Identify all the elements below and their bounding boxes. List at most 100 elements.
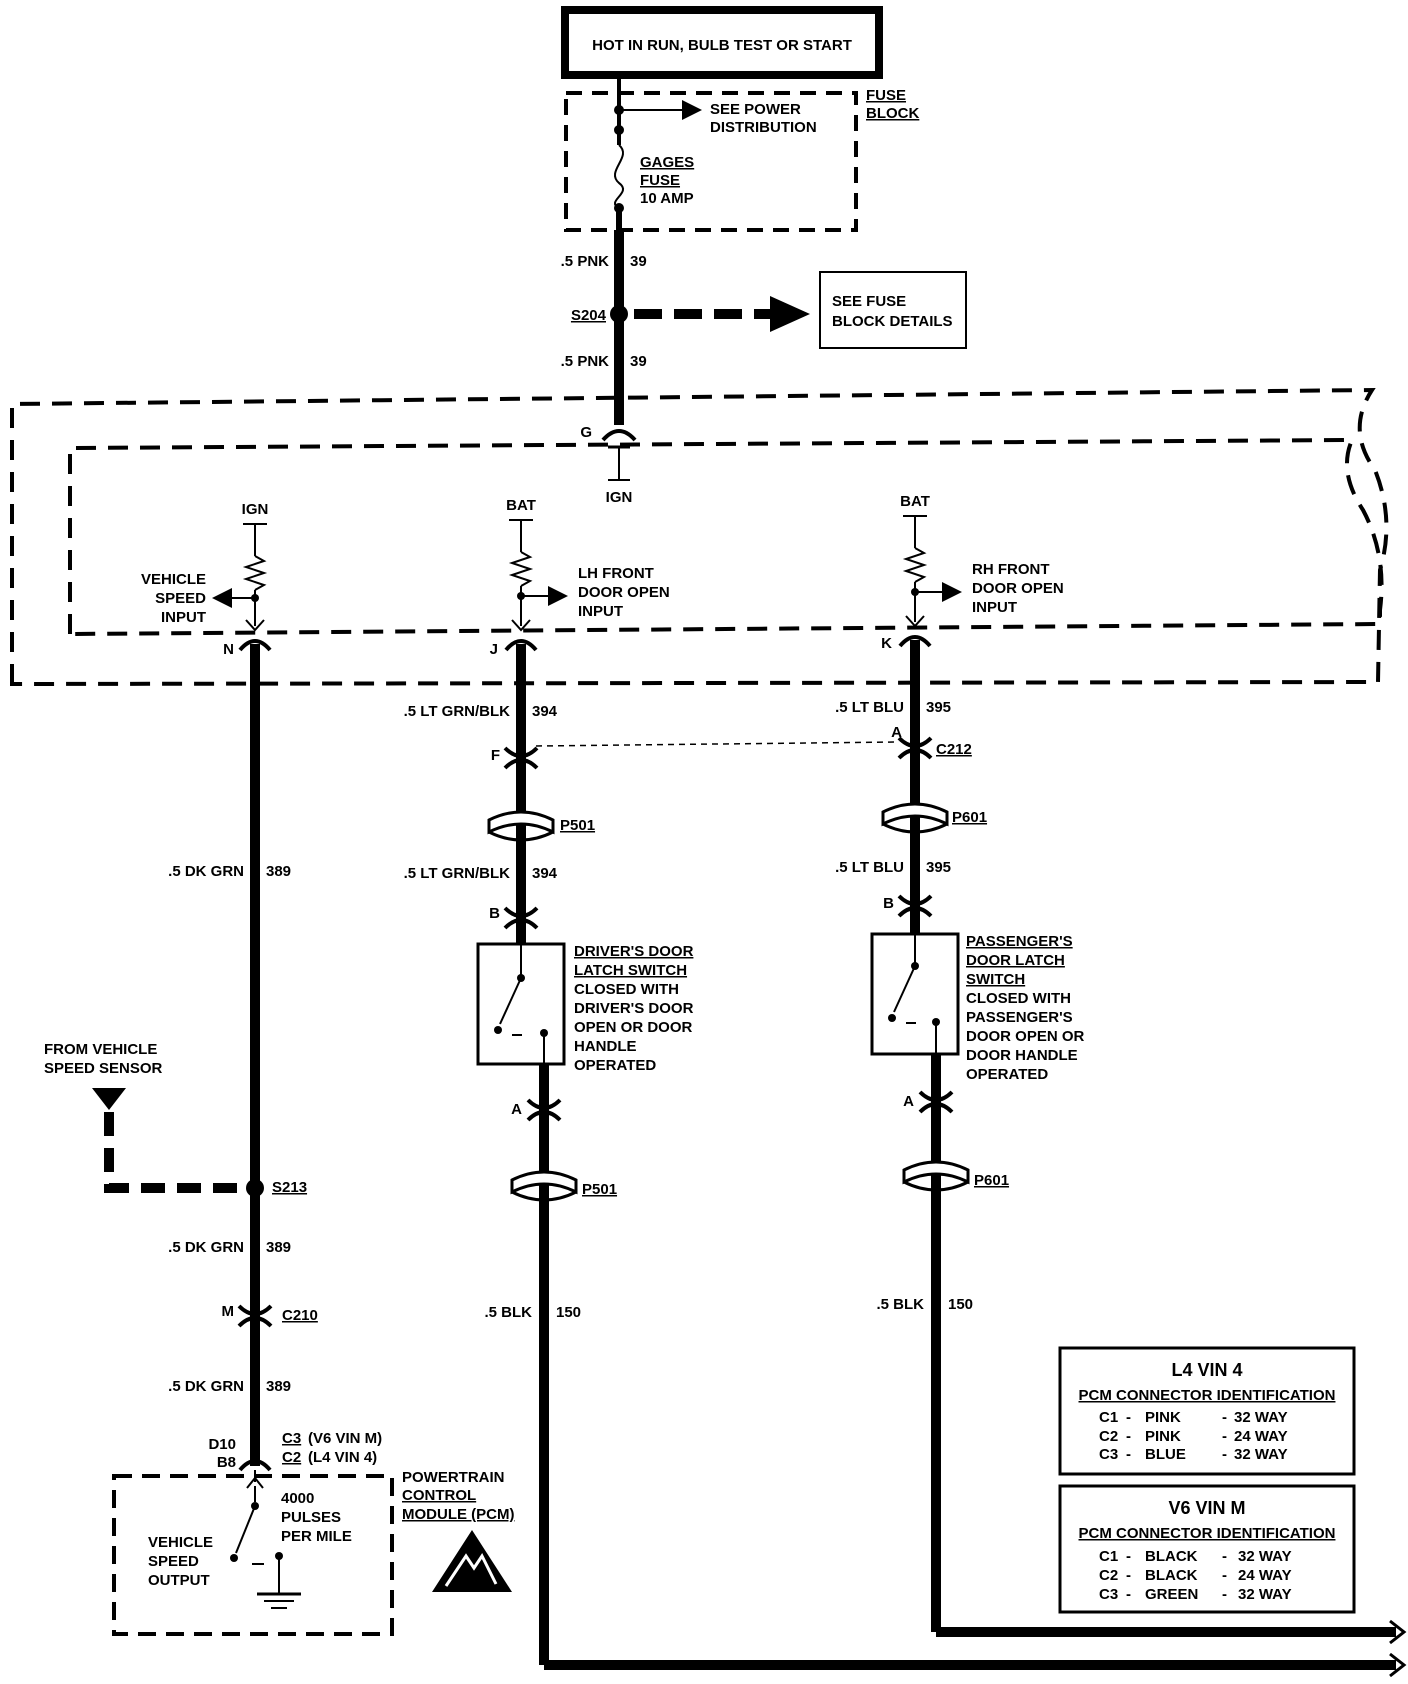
svg-text:-: - (1126, 1548, 1131, 1565)
resistor-icon (242, 555, 268, 591)
svg-text:CLOSED WITH: CLOSED WITH (574, 981, 679, 998)
svg-text:C210: C210 (282, 1307, 318, 1324)
svg-text:32 WAY: 32 WAY (1238, 1586, 1292, 1603)
svg-text:PCM CONNECTOR IDENTIFICATION: PCM CONNECTOR IDENTIFICATION (1079, 1387, 1336, 1404)
splice-dot (614, 125, 624, 135)
table-row: C1 - BLACK - 32 WAY (1099, 1548, 1292, 1565)
svg-text:J: J (490, 641, 498, 658)
svg-text:BLOCK DETAILS: BLOCK DETAILS (832, 313, 953, 330)
svg-text:FUSE: FUSE (640, 172, 680, 189)
svg-text:DRIVER'S DOOR: DRIVER'S DOOR (574, 1000, 694, 1017)
esd-warning-icon (432, 1530, 512, 1592)
svg-text:389: 389 (266, 863, 291, 880)
svg-text:SPEED: SPEED (155, 590, 206, 607)
feed-wire: .5 PNK 39 S204 SEE FUSE BLOCK DETAILS .5… (561, 230, 967, 506)
svg-text:39: 39 (630, 353, 647, 370)
svg-text:C3: C3 (1099, 1446, 1118, 1463)
svg-text:-: - (1222, 1548, 1227, 1565)
svg-text:PINK: PINK (1145, 1428, 1181, 1445)
vss-column: IGN VEHICLE SPEED INPUT N .5 DK GRN 389 … (44, 501, 515, 1636)
svg-text:HOT IN RUN, BULB TEST OR START: HOT IN RUN, BULB TEST OR START (592, 37, 852, 54)
svg-text:OUTPUT: OUTPUT (148, 1572, 210, 1589)
arrow-right-icon (770, 296, 810, 332)
splice-s204 (610, 305, 628, 323)
svg-text:SPEED SENSOR: SPEED SENSOR (44, 1060, 163, 1077)
svg-text:PER MILE: PER MILE (281, 1528, 352, 1545)
svg-text:-: - (1222, 1446, 1227, 1463)
table-row: C2 - PINK - 24 WAY (1099, 1428, 1288, 1445)
svg-text:LATCH SWITCH: LATCH SWITCH (574, 962, 687, 979)
svg-text:-: - (1126, 1446, 1131, 1463)
see-fuse-block-details-box (819, 271, 967, 349)
svg-text:PASSENGER'S: PASSENGER'S (966, 933, 1073, 950)
svg-text:BLUE: BLUE (1145, 1446, 1186, 1463)
svg-text:M: M (222, 1303, 235, 1320)
svg-text:IGN: IGN (606, 489, 633, 506)
svg-text:DOOR HANDLE: DOOR HANDLE (966, 1047, 1078, 1064)
switch-icon (235, 1505, 256, 1554)
svg-text:395: 395 (926, 699, 951, 716)
svg-text:SEE POWER: SEE POWER (710, 101, 801, 118)
svg-text:P501: P501 (582, 1181, 617, 1198)
pin-arrow-icon (245, 619, 265, 632)
connector-b (503, 918, 539, 930)
svg-text:BLACK: BLACK (1145, 1548, 1198, 1565)
svg-text:-: - (1222, 1428, 1227, 1445)
svg-text:BAT: BAT (506, 497, 536, 514)
svg-text:INPUT: INPUT (161, 609, 206, 626)
svg-text:394: 394 (532, 703, 558, 720)
svg-text:DISTRIBUTION: DISTRIBUTION (710, 119, 817, 136)
svg-text:B8: B8 (217, 1454, 236, 1471)
svg-text:GAGES: GAGES (640, 154, 694, 171)
svg-text:B: B (489, 905, 500, 922)
svg-text:SPEED: SPEED (148, 1553, 199, 1570)
svg-text:150: 150 (948, 1296, 973, 1313)
connector-f (503, 758, 539, 770)
power-header: HOT IN RUN, BULB TEST OR START (561, 6, 883, 79)
svg-text:A: A (511, 1101, 522, 1118)
svg-text:C2: C2 (1099, 1428, 1118, 1445)
triangle-down-icon (92, 1088, 126, 1110)
table-row: C1 - PINK - 32 WAY (1099, 1409, 1288, 1426)
svg-text:395: 395 (926, 859, 951, 876)
svg-text:.5 LT GRN/BLK: .5 LT GRN/BLK (404, 865, 511, 882)
svg-text:24 WAY: 24 WAY (1238, 1567, 1292, 1584)
svg-text:24 WAY: 24 WAY (1234, 1428, 1288, 1445)
svg-text:B: B (883, 895, 894, 912)
svg-text:389: 389 (266, 1378, 291, 1395)
table-row: C3 - BLUE - 32 WAY (1099, 1446, 1288, 1463)
connector-table-l4: L4 VIN 4 PCM CONNECTOR IDENTIFICATION C1… (1058, 1346, 1356, 1476)
svg-text:DOOR OPEN: DOOR OPEN (972, 580, 1064, 597)
svg-text:P501: P501 (560, 817, 595, 834)
resistor-icon (902, 547, 928, 583)
svg-text:DOOR OPEN: DOOR OPEN (578, 584, 670, 601)
svg-text:F: F (491, 747, 500, 764)
connector-b (897, 906, 933, 918)
svg-text:PCM CONNECTOR IDENTIFICATION: PCM CONNECTOR IDENTIFICATION (1079, 1525, 1336, 1542)
svg-text:FUSE: FUSE (866, 87, 906, 104)
svg-text:C2: C2 (1099, 1567, 1118, 1584)
svg-text:-: - (1222, 1409, 1227, 1426)
svg-text:.5 PNK: .5 PNK (561, 353, 610, 370)
connector-j (504, 639, 538, 652)
svg-text:CLOSED WITH: CLOSED WITH (966, 990, 1071, 1007)
svg-text:.5 DK GRN: .5 DK GRN (168, 1239, 244, 1256)
pin-arrow-icon (511, 619, 531, 632)
svg-text:VEHICLE: VEHICLE (141, 571, 206, 588)
connector-c212 (897, 748, 933, 760)
svg-text:32 WAY: 32 WAY (1238, 1548, 1292, 1565)
svg-text:S213: S213 (272, 1179, 307, 1196)
table-row: C3 - GREEN - 32 WAY (1099, 1586, 1292, 1603)
svg-text:389: 389 (266, 1239, 291, 1256)
svg-text:.5 LT BLU: .5 LT BLU (835, 699, 904, 716)
svg-text:DOOR LATCH: DOOR LATCH (966, 952, 1065, 969)
svg-text:-: - (1222, 1586, 1227, 1603)
svg-text:N: N (223, 641, 234, 658)
svg-text:C3: C3 (1099, 1586, 1118, 1603)
svg-text:.5 PNK: .5 PNK (561, 253, 610, 270)
svg-text:(V6 VIN M): (V6 VIN M) (308, 1430, 382, 1447)
lh-door-column: BAT LH FRONT DOOR OPEN INPUT J .5 LT GRN… (404, 497, 1407, 1678)
connector-k (898, 635, 932, 648)
connector-g (601, 429, 637, 442)
svg-text:(L4 VIN 4): (L4 VIN 4) (308, 1449, 377, 1466)
